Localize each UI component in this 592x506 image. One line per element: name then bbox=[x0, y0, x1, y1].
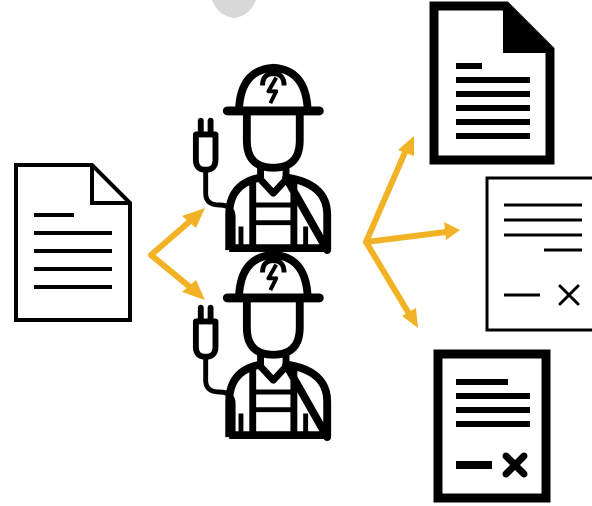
signature-document-icon bbox=[485, 176, 592, 332]
worker-icon-top bbox=[196, 68, 327, 250]
split-arrow-icon bbox=[148, 208, 205, 300]
signature-document-icon-bold bbox=[433, 349, 551, 503]
output-document-icon bbox=[429, 1, 555, 165]
cropped-top-shape bbox=[212, 0, 256, 18]
worker-icon-bottom bbox=[196, 255, 327, 437]
source-document-icon bbox=[14, 163, 132, 322]
three-way-arrow-icon bbox=[363, 136, 460, 328]
